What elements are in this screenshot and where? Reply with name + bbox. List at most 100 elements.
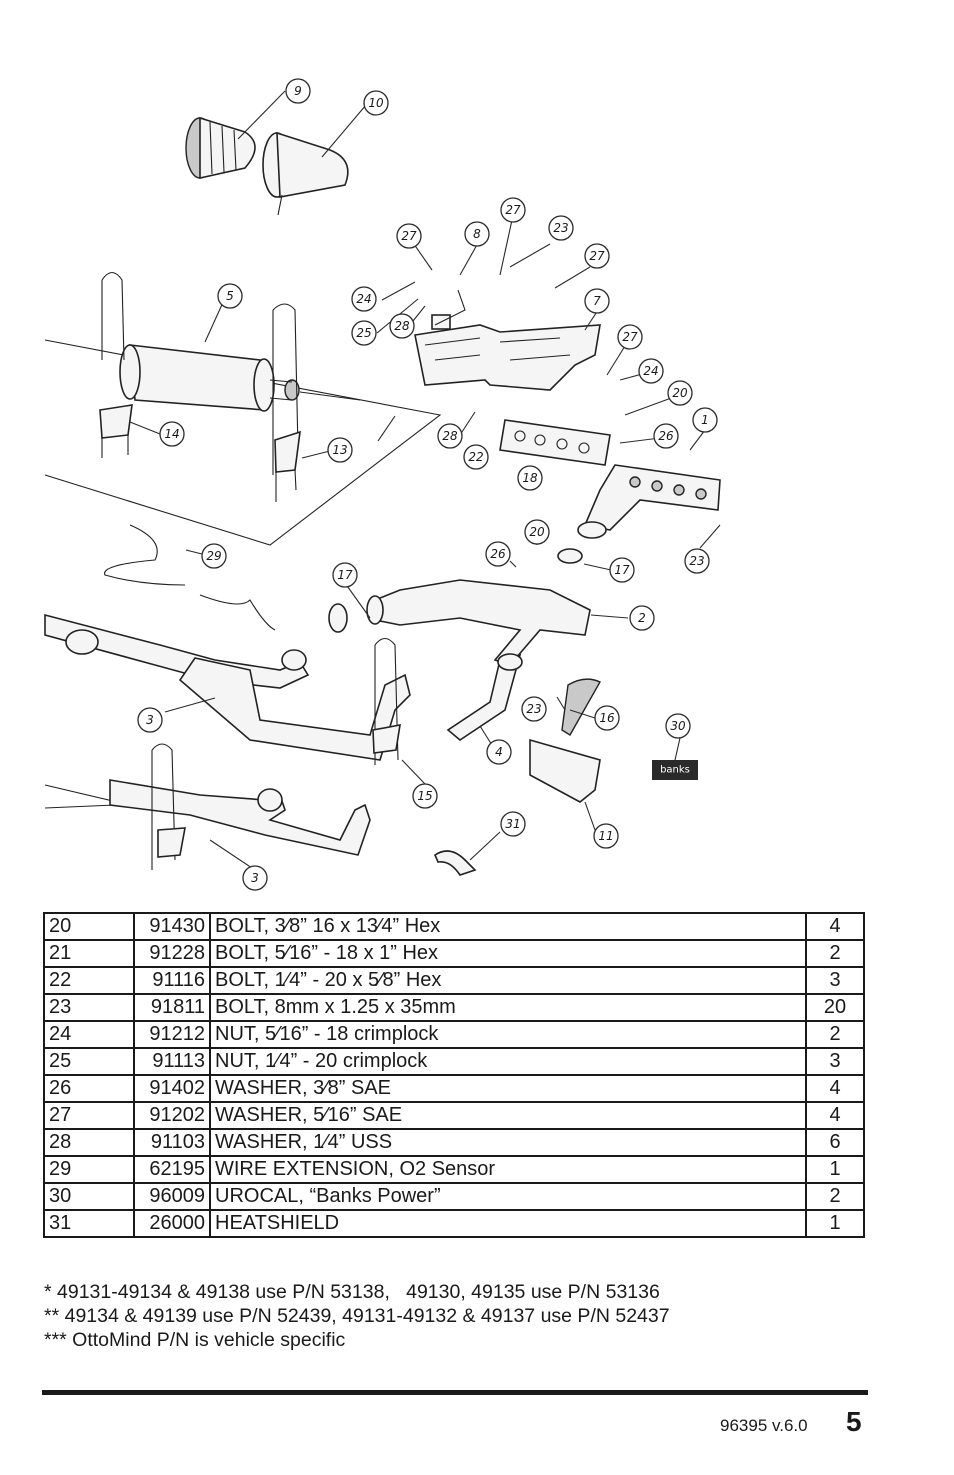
exploded-parts-diagram: banks <box>40 70 870 900</box>
callout-8: 8 <box>464 221 490 247</box>
callout-18: 18 <box>517 465 543 491</box>
part-number-cell: 62195 <box>133 1155 211 1184</box>
quantity-cell: 2 <box>805 939 865 968</box>
callout-3b: 3 <box>242 865 268 891</box>
decal-text: banks <box>660 765 690 776</box>
callout-10: 9 <box>285 78 311 104</box>
svg-text:15: 15 <box>417 789 432 803</box>
description-cell: BOLT, 5⁄16” - 18 x 1” Hex <box>209 939 807 968</box>
part-number-cell: 91202 <box>133 1101 211 1130</box>
callout-26b: 26 <box>485 541 511 567</box>
quantity-cell: 4 <box>805 1101 865 1130</box>
muffler-hangers <box>99 271 301 502</box>
part-number-cell: 91228 <box>133 939 211 968</box>
svg-text:27: 27 <box>505 203 521 217</box>
svg-text:27: 27 <box>589 249 605 263</box>
item-number-cell: 20 <box>43 912 135 941</box>
item-number-cell: 31 <box>43 1209 135 1238</box>
part-number-cell: 91212 <box>133 1020 211 1049</box>
footnote-2: ** 49134 & 49139 use P/N 52439, 49131-49… <box>44 1305 670 1327</box>
wire-extension <box>104 524 276 631</box>
part-number-cell: 91402 <box>133 1074 211 1103</box>
quantity-cell: 20 <box>805 993 865 1022</box>
quantity-cell: 6 <box>805 1128 865 1157</box>
gasket-ring-left <box>328 603 348 633</box>
svg-text:31: 31 <box>505 817 520 831</box>
item-number-cell: 28 <box>43 1128 135 1157</box>
footnotes: * 49131-49134 & 49138 use P/N 53138, 491… <box>44 1280 670 1352</box>
part-number-cell: 91113 <box>133 1047 211 1076</box>
item-number-cell: 21 <box>43 939 135 968</box>
svg-text:24: 24 <box>356 292 371 306</box>
gasket-ring-right <box>557 548 583 564</box>
quantity-cell: 1 <box>805 1155 865 1184</box>
svg-text:23: 23 <box>689 554 704 568</box>
quantity-cell: 1 <box>805 1209 865 1238</box>
description-cell: BOLT, 8mm x 1.25 x 35mm <box>209 993 807 1022</box>
description-cell: WIRE EXTENSION, O2 Sensor <box>209 1155 807 1184</box>
heat-shield-lower <box>529 738 601 803</box>
air-filter-element <box>185 116 256 179</box>
callout-29: 29 <box>201 543 227 569</box>
svg-text:29: 29 <box>206 549 221 563</box>
svg-text:30: 30 <box>670 719 686 733</box>
svg-text:3: 3 <box>146 713 154 727</box>
svg-text:16: 16 <box>599 711 615 725</box>
filter-boot <box>262 131 349 216</box>
callout-30: 30 <box>665 713 691 739</box>
svg-text:23: 23 <box>553 221 568 235</box>
footnote-3: *** OttoMind P/N is vehicle specific <box>44 1329 346 1351</box>
callout-28b: 28 <box>437 423 463 449</box>
callout-31: 31 <box>500 811 526 837</box>
callout-3a: 3 <box>137 707 163 733</box>
u-bolt-clamp <box>372 637 401 765</box>
footer-rule <box>42 1390 868 1395</box>
callout-5: 5 <box>217 283 243 309</box>
callout-23a: 23 <box>684 548 710 574</box>
callout-26a: 26 <box>653 423 679 449</box>
svg-text:1: 1 <box>701 413 709 427</box>
callout-1: 1 <box>692 407 718 433</box>
description-cell: UROCAL, “Banks Power” <box>209 1182 807 1211</box>
svg-text:3: 3 <box>251 871 259 885</box>
page-number: 5 <box>846 1406 862 1437</box>
item-number-cell: 29 <box>43 1155 135 1184</box>
callout-17a: 17 <box>609 557 635 583</box>
quantity-cell: 4 <box>805 1074 865 1103</box>
item-number-cell: 25 <box>43 1047 135 1076</box>
svg-text:25: 25 <box>356 326 371 340</box>
description-cell: WASHER, 3⁄8” SAE <box>209 1074 807 1103</box>
svg-text:5: 5 <box>226 289 234 303</box>
callout-22: 22 <box>463 444 489 470</box>
callout-21: 23 <box>548 215 574 241</box>
quantity-cell: 3 <box>805 966 865 995</box>
callout-14: 14 <box>159 421 185 447</box>
item-number-cell: 26 <box>43 1074 135 1103</box>
part-number-cell: 91103 <box>133 1128 211 1157</box>
part-number-cell: 96009 <box>133 1182 211 1211</box>
callout-15: 15 <box>412 783 438 809</box>
rear-pipe <box>109 743 371 870</box>
svg-text:2: 2 <box>638 611 646 625</box>
callout-2: 2 <box>629 605 655 631</box>
item-number-cell: 23 <box>43 993 135 1022</box>
callout-7: 7 <box>584 288 610 314</box>
svg-text:17: 17 <box>337 568 353 582</box>
part-number-cell: 91811 <box>133 993 211 1022</box>
svg-text:28: 28 <box>394 319 410 333</box>
callout-25: 25 <box>351 320 377 346</box>
item-number-cell: 24 <box>43 1020 135 1049</box>
manifold-gasket <box>499 419 611 466</box>
part-number-cell: 91116 <box>133 966 211 995</box>
exhaust-header-upper <box>577 464 721 539</box>
svg-text:26: 26 <box>490 547 506 561</box>
